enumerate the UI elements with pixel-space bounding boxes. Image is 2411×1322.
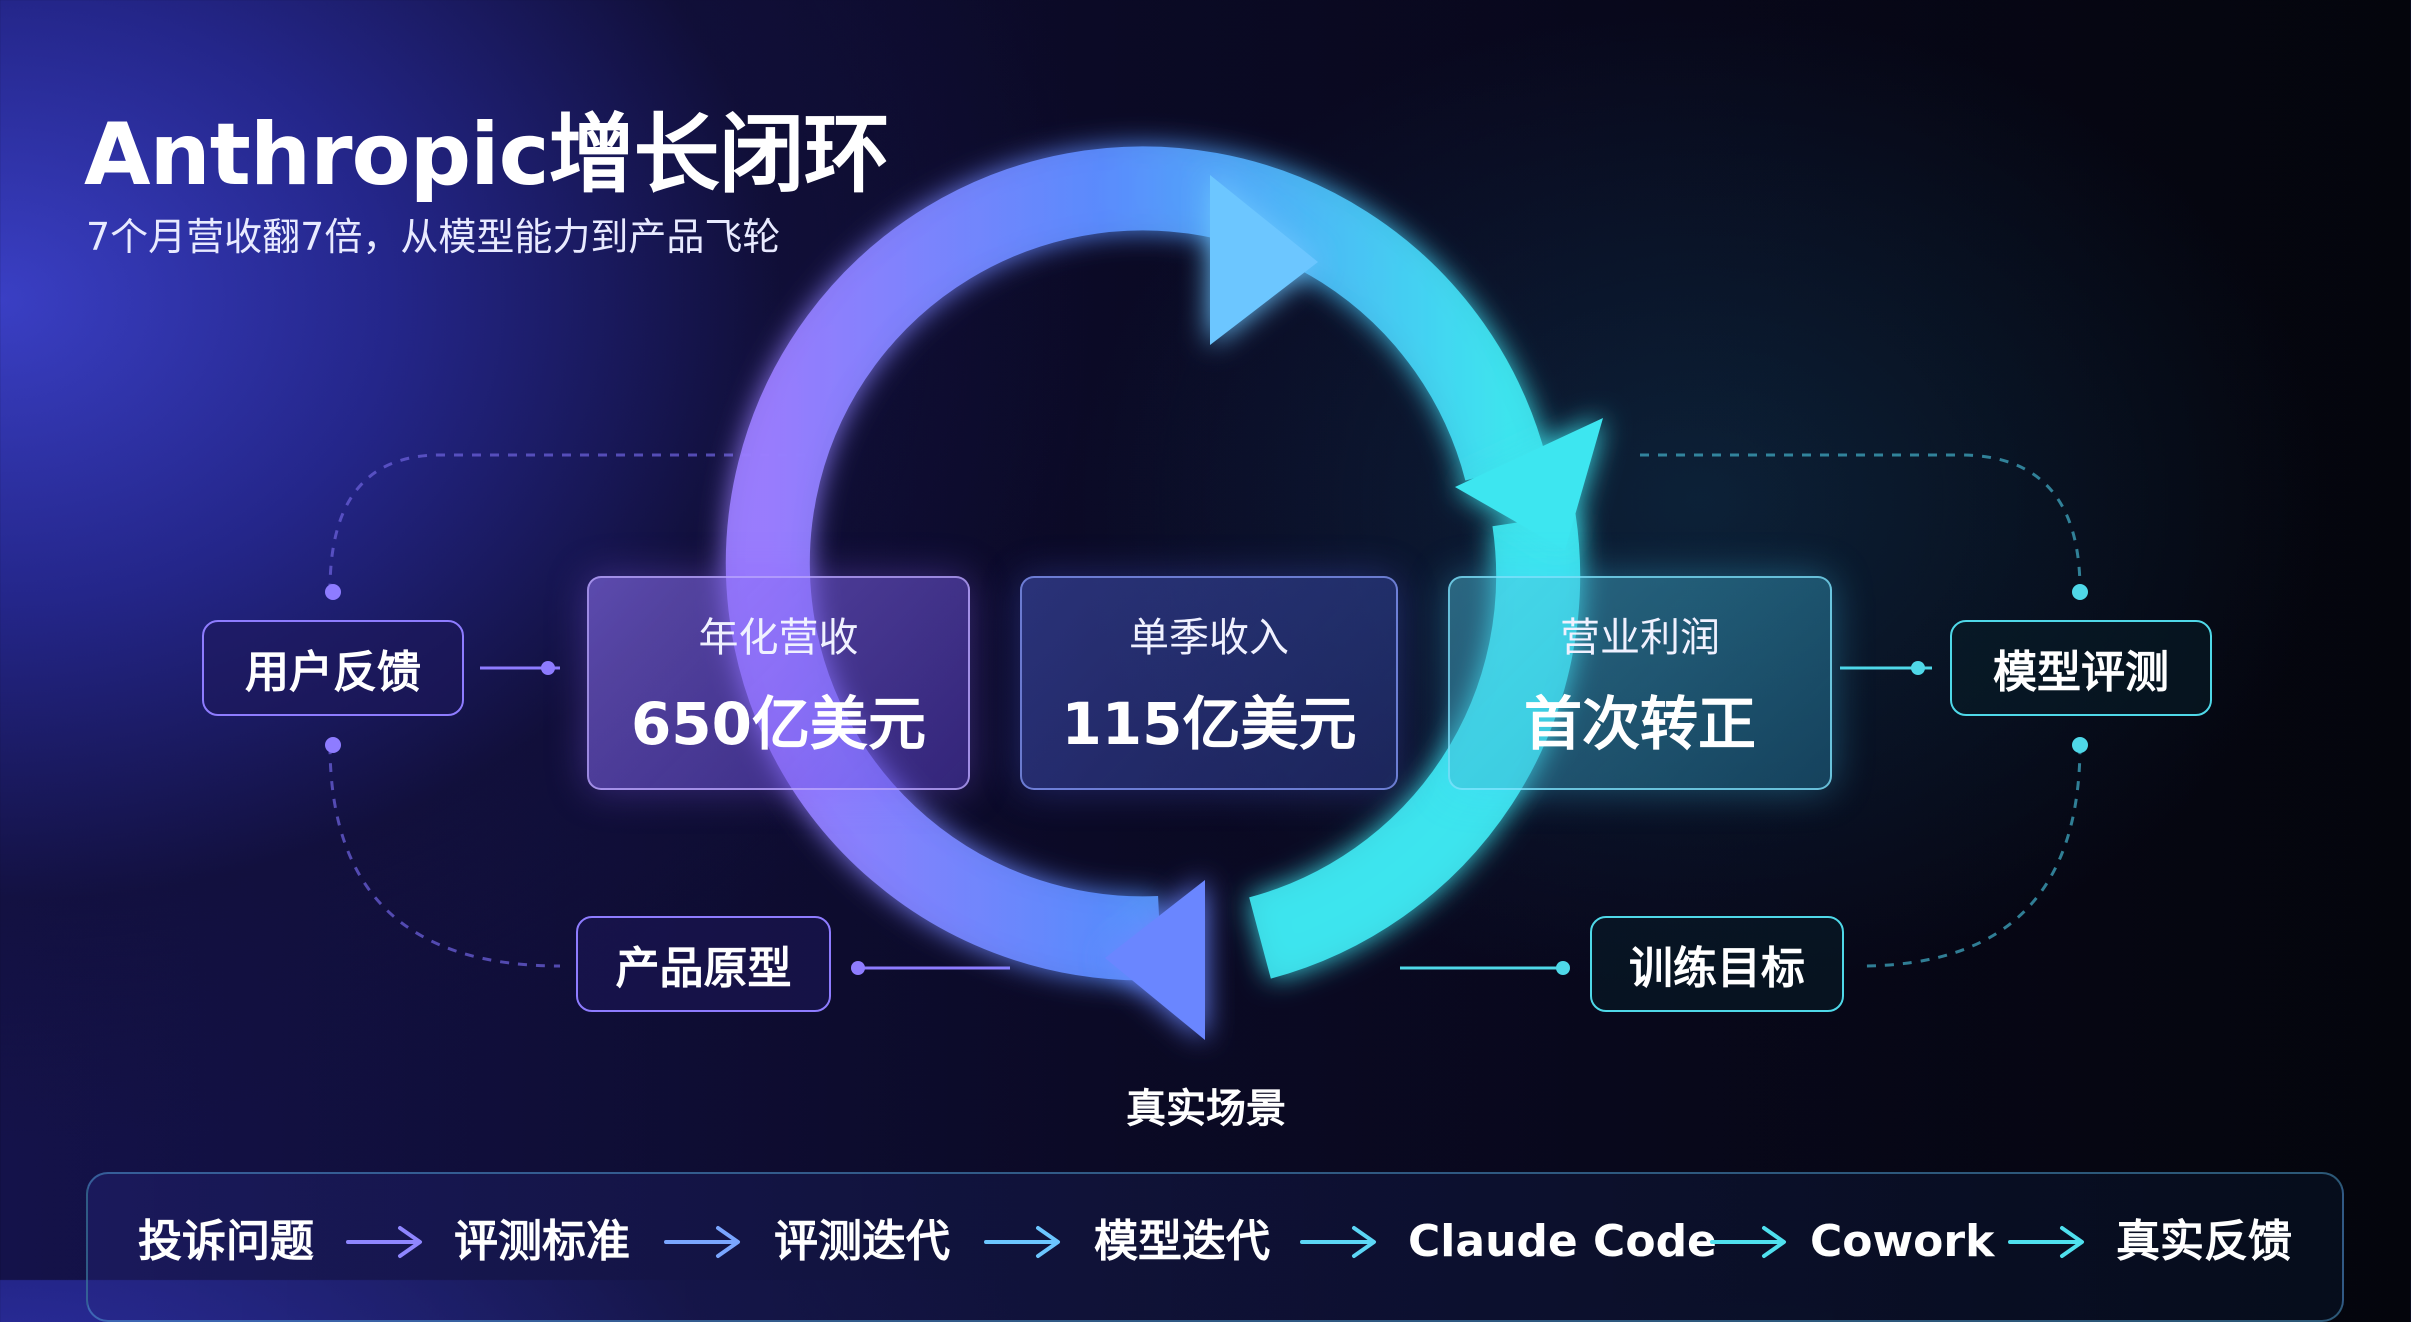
right-arrowhead-icon [1455, 418, 1603, 550]
real-scene-label: 真实场景 [1126, 1086, 1286, 1132]
flow-arrow-icon [2008, 1226, 2084, 1258]
operating-profit-card: 营业利润 首次转正 [1448, 576, 1832, 790]
annual-revenue-label: 年化营收 [698, 615, 859, 661]
flow-arrow-icon [984, 1226, 1060, 1258]
flow-step-4: 模型迭代 [1094, 1216, 1270, 1267]
annual-revenue-value: 650亿美元 [630, 690, 927, 758]
node-user-feedback: 用户反馈 [202, 620, 464, 716]
page-title: Anthropic增长闭环 [84, 105, 890, 205]
top-arrowhead-icon [1210, 175, 1318, 345]
quarterly-revenue-card: 单季收入 115亿美元 [1020, 576, 1398, 790]
flow-step-7: 真实反馈 [2116, 1216, 2292, 1267]
node-product-prototype: 产品原型 [576, 916, 831, 1012]
flow-arrow-icon [346, 1226, 422, 1258]
flow-arrow-icon [1300, 1226, 1376, 1258]
left-dashed-loop [328, 453, 805, 968]
flow-step-6: Cowork [1810, 1216, 1995, 1267]
loop-diagram [325, 146, 2088, 1040]
flow-step-3: 评测迭代 [774, 1216, 950, 1267]
flow-step-1: 投诉问题 [138, 1216, 314, 1267]
operating-profit-label: 营业利润 [1560, 615, 1720, 661]
node-model-evaluation: 模型评测 [1950, 620, 2212, 716]
operating-profit-value: 首次转正 [1523, 690, 1756, 758]
bottom-arrowhead-icon [1105, 880, 1205, 1040]
flow-step-5: Claude Code [1408, 1216, 1717, 1267]
flow-arrow-icon [664, 1226, 740, 1258]
flywheel-ring [725, 146, 1581, 981]
flow-arrow-icon [1710, 1226, 1786, 1258]
right-dashed-loop [1640, 453, 2082, 968]
left-connectors [325, 584, 1010, 975]
right-connectors [1400, 584, 2088, 975]
quarterly-revenue-value: 115亿美元 [1061, 690, 1357, 758]
node-training-goal: 训练目标 [1590, 916, 1844, 1012]
page-subtitle: 7个月营收翻7倍，从模型能力到产品飞轮 [86, 215, 781, 259]
quarterly-revenue-label: 单季收入 [1129, 615, 1289, 661]
annual-revenue-card: 年化营收 650亿美元 [587, 576, 970, 790]
flow-step-2: 评测标准 [454, 1216, 630, 1267]
